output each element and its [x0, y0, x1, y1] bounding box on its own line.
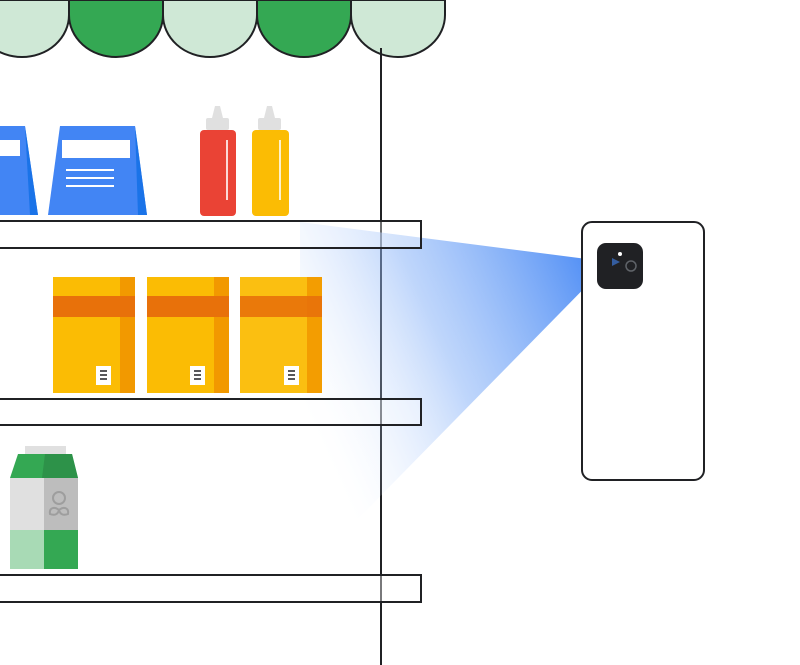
- shipping-box-icon: [240, 277, 322, 393]
- sauce-bottle-icon: [252, 106, 289, 216]
- awning-icon: [0, 0, 446, 58]
- shelf-bottom: [0, 574, 422, 603]
- cereal-box-icon: [0, 126, 38, 215]
- shipping-box-icon: [147, 277, 229, 393]
- sauce-bottle-icon: [200, 106, 236, 216]
- milk-carton-icon: [10, 446, 78, 569]
- shipping-box-icon: [53, 277, 135, 393]
- shelf-top: [0, 220, 422, 249]
- cereal-box-icon: [48, 126, 147, 215]
- phone-icon: [581, 221, 705, 481]
- scan-beam-icon: [300, 222, 610, 578]
- shelf-middle: [0, 398, 422, 426]
- scan-beam-origin: [612, 258, 620, 266]
- camera-icon: [597, 243, 643, 289]
